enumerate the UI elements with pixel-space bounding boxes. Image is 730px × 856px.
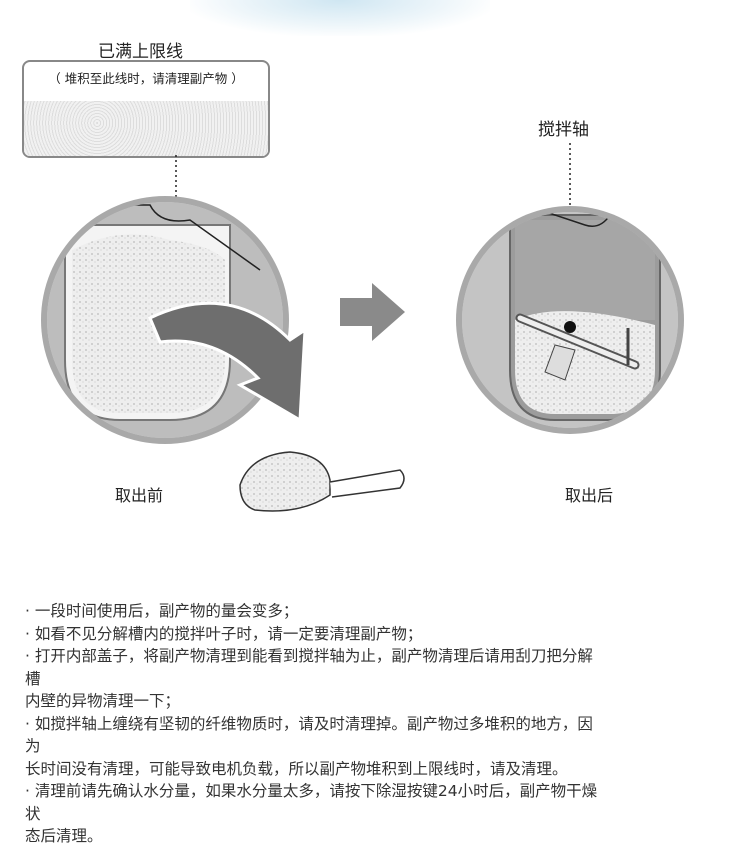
- full-line-note: （ 堆积至此线时，请清理副产物 ）: [48, 71, 244, 86]
- instruction-line: 长时间没有清理，可能导致电机负载，所以副产物堆积到上限线时，请及清理。: [25, 759, 568, 778]
- instruction-line: · 一段时间使用后，副产物的量会变多；: [25, 602, 299, 620]
- water-splash-decoration: [190, 0, 490, 36]
- instruction-line: · 如看不见分解槽内的搅拌叶子时，请一定要清理副产物；: [25, 624, 423, 643]
- scoop-icon: [239, 451, 405, 512]
- before-tank-view: [41, 196, 307, 444]
- instruction-line: 内壁的异物清理一下；: [25, 692, 181, 710]
- instruction-line: 态后清理。: [25, 827, 103, 845]
- cleaning-illustration: [41, 143, 684, 512]
- after-removal-label: 取出后: [565, 486, 614, 505]
- instruction-line: 为: [25, 737, 41, 755]
- instruction-line: · 清理前请先确认水分量，如果水分量太多，请按下除湿按键24小时后，副产物干燥: [25, 782, 598, 800]
- stirring-shaft-label: 搅拌轴: [538, 120, 589, 140]
- after-tank-view: [456, 206, 684, 434]
- instruction-line: · 如搅拌轴上缠绕有坚韧的纤维物质时，请及时清理掉。副产物过多堆积的地方，因: [25, 714, 593, 733]
- full-line-callout: （ 堆积至此线时，请清理副产物 ）: [22, 60, 270, 158]
- cleaning-instructions: · 一段时间使用后，副产物的量会变多； · 如看不见分解槽内的搅拌叶子时，请一定…: [25, 600, 597, 848]
- arrow-icon: [148, 301, 307, 423]
- byproduct-texture: [24, 101, 268, 156]
- arrow-right-icon: [340, 283, 405, 341]
- instruction-line: 状: [25, 804, 41, 823]
- full-line-title: 已满上限线: [98, 42, 183, 62]
- instruction-line: · 打开内部盖子，将副产物清理到能看到搅拌轴为止，副产物清理后请用刮刀把分解: [25, 647, 593, 665]
- before-removal-label: 取出前: [115, 486, 164, 505]
- instruction-line: 槽: [25, 669, 41, 688]
